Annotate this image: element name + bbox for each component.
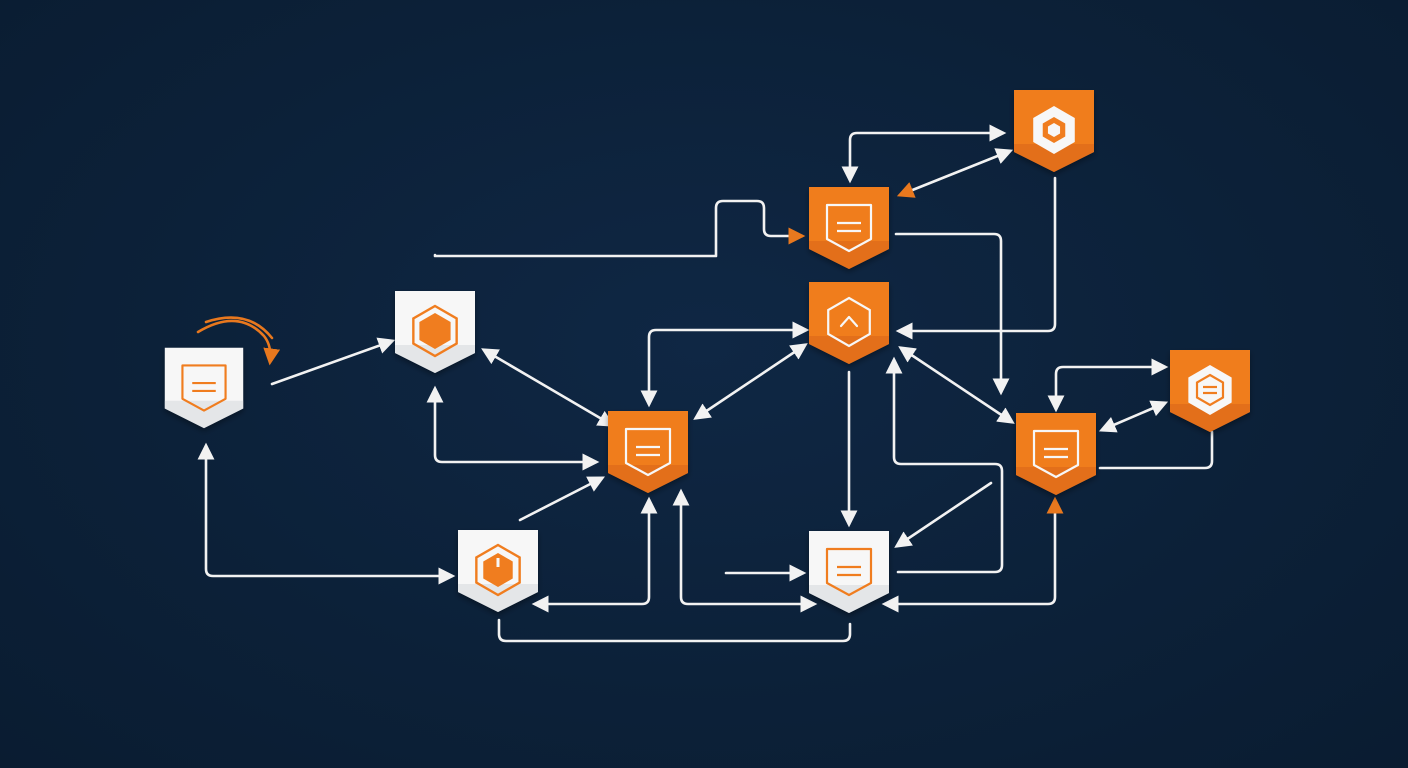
edge-layer (196, 124, 1214, 643)
connector-arrow (885, 356, 1004, 574)
connector-arrow (197, 442, 456, 585)
connector-arrow (898, 346, 1015, 424)
node-center[interactable] (608, 411, 688, 493)
document-icon (624, 427, 672, 477)
hexagon-icon (412, 304, 458, 358)
shield-bevel (395, 345, 475, 373)
shield-bevel (608, 465, 688, 493)
connector-arrow (1047, 358, 1169, 413)
node-top-right[interactable] (1014, 90, 1094, 172)
node-top-doc[interactable] (809, 187, 889, 269)
refresh-arc-outer (204, 316, 274, 340)
document-icon (825, 203, 873, 253)
connector-arrow (1098, 430, 1214, 470)
node-caret[interactable] (809, 282, 889, 364)
connector-arrow (841, 124, 1007, 184)
connector-arrow (531, 496, 658, 613)
shield-bevel (809, 336, 889, 364)
caret-up-icon (827, 296, 871, 348)
connector-arrow (672, 488, 818, 613)
connector-arrow (497, 618, 852, 643)
connector-arrow (270, 337, 396, 386)
shield-bevel (1016, 467, 1096, 495)
node-right-doc[interactable] (1016, 413, 1096, 495)
connector-arrow (481, 348, 615, 427)
connector-arrow (426, 385, 600, 471)
connector-arrow (894, 232, 1010, 396)
hexagon-doc-icon (1188, 365, 1232, 415)
connector-arrow (896, 148, 1014, 198)
node-hex-a[interactable] (395, 291, 475, 373)
node-bottom-left[interactable] (458, 530, 538, 612)
shield-bevel (1014, 144, 1094, 172)
connector-arrow (640, 321, 810, 408)
shield-bevel (809, 585, 889, 613)
connector-arrow (881, 496, 1064, 613)
shield-bevel (458, 584, 538, 612)
connector-arrow (895, 176, 1057, 340)
shield-bevel (809, 241, 889, 269)
shield-bevel (164, 400, 244, 429)
document-icon (181, 364, 227, 412)
shield-bevel (1170, 404, 1250, 432)
document-icon (825, 547, 873, 597)
node-left[interactable] (164, 347, 244, 429)
hexagon-icon (475, 543, 521, 597)
refresh-arc-arrow (196, 319, 281, 366)
connector-arrow (693, 343, 808, 420)
node-bottom-mid[interactable] (809, 531, 889, 613)
nut-icon (1033, 106, 1075, 154)
node-layer (164, 90, 1250, 613)
connector-arrow (518, 476, 606, 522)
connector-arrow (1098, 400, 1169, 433)
document-icon (1032, 429, 1080, 479)
connector-arrow (894, 481, 993, 548)
connector-arrow (433, 199, 806, 258)
node-far-right[interactable] (1170, 350, 1250, 432)
